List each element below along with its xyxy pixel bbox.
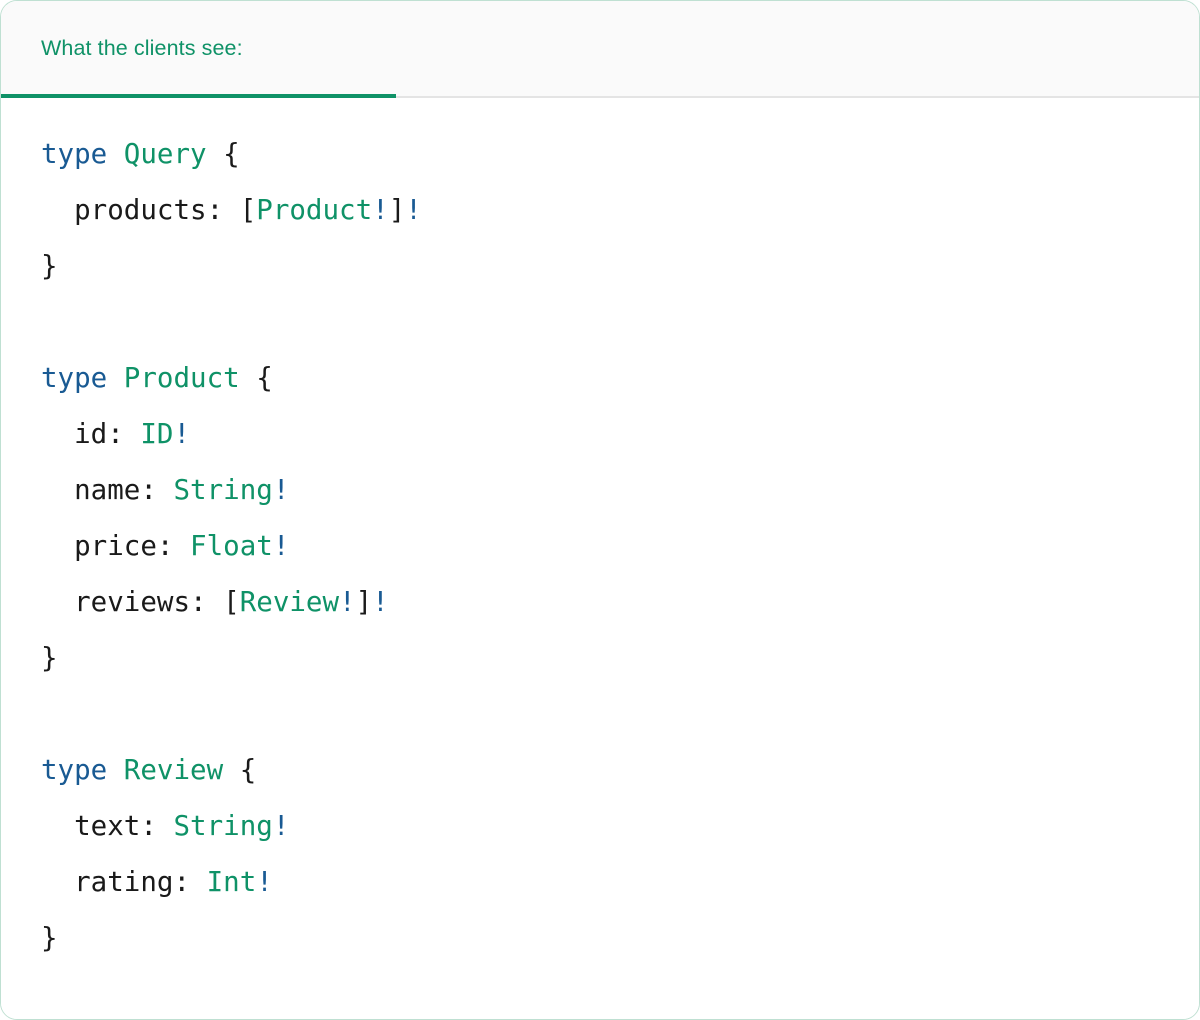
code-token: String xyxy=(173,810,273,842)
code-token: ! xyxy=(272,810,290,842)
code-token: type xyxy=(41,138,108,170)
code-token: : xyxy=(190,586,224,618)
code-token: ! xyxy=(256,866,273,898)
code-token: : xyxy=(140,474,174,506)
code-token: { xyxy=(223,138,240,170)
tab-label: What the clients see: xyxy=(41,36,243,60)
code-token: ! xyxy=(372,586,389,618)
code-token: ] xyxy=(355,586,373,618)
code-token: ! xyxy=(272,474,290,506)
code-token: Review xyxy=(123,754,224,786)
code-token xyxy=(107,362,124,394)
code-token: String xyxy=(173,474,273,506)
code-token: ! xyxy=(372,194,389,226)
code-token: ID xyxy=(140,418,174,450)
code-token: : xyxy=(156,530,191,562)
code-token: Product xyxy=(123,362,240,394)
code-token: ] xyxy=(388,194,406,226)
code-token: name xyxy=(41,474,141,506)
code-token: price xyxy=(41,530,157,562)
code-token: : xyxy=(140,810,174,842)
code-token: type xyxy=(41,362,108,394)
code-token: [ xyxy=(239,194,257,226)
code-token: type xyxy=(41,754,108,786)
code-token xyxy=(223,754,240,786)
code-token: } xyxy=(41,922,58,954)
active-tab-underline xyxy=(1,94,396,98)
code-token: id xyxy=(41,418,108,450)
code-token: ! xyxy=(339,586,356,618)
code-token: Query xyxy=(123,138,207,170)
code-token: text xyxy=(41,810,141,842)
code-token: reviews xyxy=(41,586,191,618)
code-token: { xyxy=(239,754,257,786)
code-token xyxy=(207,138,224,170)
tab-what-the-clients-see[interactable]: What the clients see: xyxy=(1,1,285,97)
tab-bar: What the clients see: xyxy=(1,1,1199,98)
code-token: rating xyxy=(41,866,174,898)
code-token: } xyxy=(41,250,58,282)
code-token: : xyxy=(173,866,207,898)
code-token: ! xyxy=(173,418,191,450)
code-token: : xyxy=(107,418,141,450)
code-area[interactable]: type Query { products: [Product!]! } typ… xyxy=(1,98,1199,1019)
code-token: Product xyxy=(256,194,373,226)
code-token xyxy=(107,754,124,786)
code-token xyxy=(107,138,124,170)
code-token: ! xyxy=(405,194,422,226)
code-token: { xyxy=(256,362,273,394)
code-token xyxy=(240,362,257,394)
code-token: Float xyxy=(190,530,273,562)
code-token: : xyxy=(206,194,240,226)
code-token: ! xyxy=(272,530,290,562)
graphql-schema-code[interactable]: type Query { products: [Product!]! } typ… xyxy=(1,126,1199,966)
code-token: products xyxy=(41,194,207,226)
code-token: Int xyxy=(206,866,257,898)
code-token: Review xyxy=(239,586,340,618)
code-token: [ xyxy=(223,586,240,618)
code-token: } xyxy=(41,642,58,674)
